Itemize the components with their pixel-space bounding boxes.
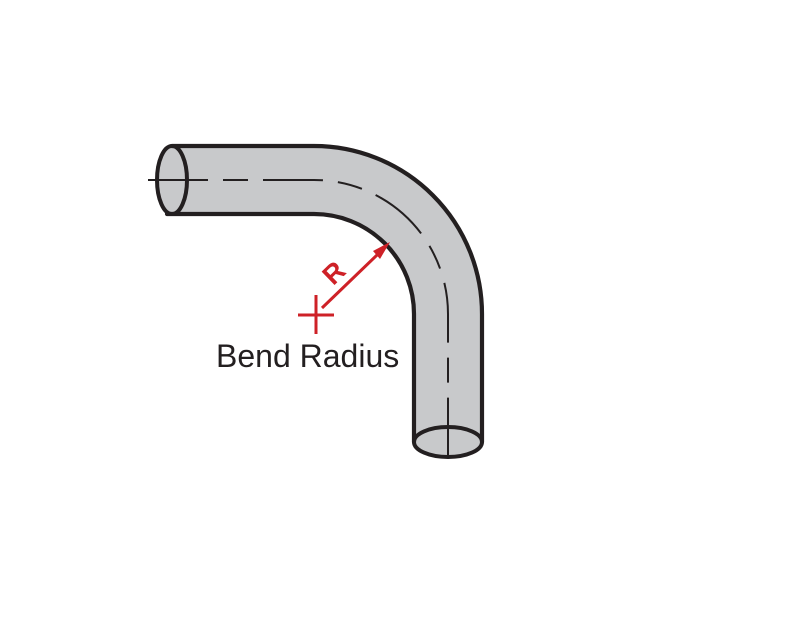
tube-inner-edge xyxy=(164,211,417,445)
tube-centerline xyxy=(148,179,449,462)
tube-body xyxy=(172,146,482,442)
radius-arrowhead-icon xyxy=(373,242,390,259)
radius-arrow-line xyxy=(320,253,379,310)
tube-outer-edge xyxy=(169,143,485,445)
bend-center-cross-icon xyxy=(298,295,334,334)
bend-radius-caption: Bend Radius xyxy=(216,338,399,374)
